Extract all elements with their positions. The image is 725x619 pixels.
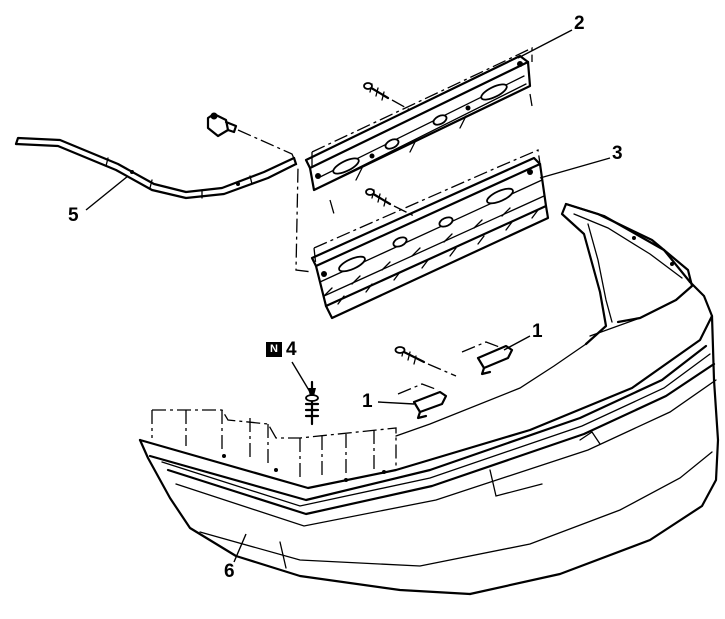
callout-2: 2 — [574, 13, 585, 34]
callout-4: 4 — [286, 339, 297, 360]
callout-6: 6 — [224, 561, 235, 582]
bumper-cover-6 — [138, 202, 720, 596]
upper-reinforcement-bracket-2 — [304, 46, 533, 215]
push-clip-4 — [304, 380, 320, 426]
bumper-screw — [394, 346, 457, 377]
callout-3: 3 — [612, 143, 623, 164]
callout-1-upper: 1 — [532, 321, 543, 342]
side-retainer-strip-5 — [14, 136, 298, 200]
new-part-icon: N — [266, 342, 282, 357]
callout-1-lower: 1 — [362, 391, 373, 412]
bracket-screw-lower — [365, 188, 415, 217]
bumper-clip-1-upper — [461, 341, 514, 376]
retainer-clip — [206, 112, 313, 273]
bumper-clip-1-lower — [397, 383, 448, 420]
leader-lines — [85, 29, 611, 563]
callout-5: 5 — [68, 205, 79, 226]
lower-reinforcement-bracket-3 — [310, 149, 550, 320]
bracket-screw-upper — [363, 82, 411, 111]
